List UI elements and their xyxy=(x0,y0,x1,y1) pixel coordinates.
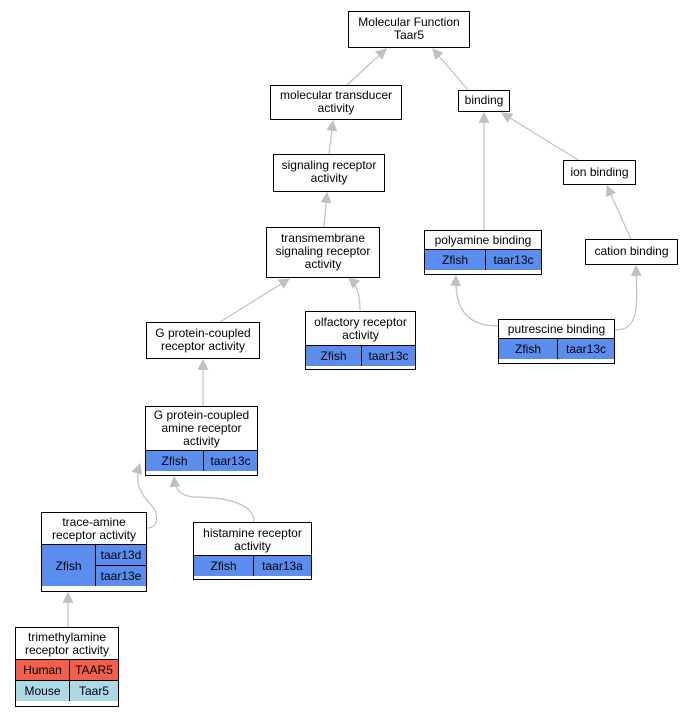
node-label-line: activity xyxy=(310,171,348,185)
node-ion-binding[interactable]: ion binding xyxy=(563,160,636,185)
organism-cell-mouse[interactable]: Mouse xyxy=(16,681,69,701)
node-binding[interactable]: binding xyxy=(458,90,510,112)
edge-olf-to-tsra xyxy=(348,277,361,312)
node-putrescine-binding[interactable]: putrescine binding Zfish taar13c xyxy=(498,319,615,364)
node-label-line: histamine receptor xyxy=(203,526,302,540)
edge-ion-to-binding xyxy=(501,112,579,161)
node-label-line: amine receptor xyxy=(161,421,242,435)
organism-cell-zfish[interactable]: Zfish xyxy=(425,250,485,270)
gene-cell[interactable]: taar13e xyxy=(96,565,146,586)
organism-cell-zfish[interactable]: Zfish xyxy=(146,451,203,471)
gene-cell[interactable]: taar13c xyxy=(361,346,415,366)
node-label-line: signaling receptor xyxy=(281,158,377,172)
organism-cell-zfish[interactable]: Zfish xyxy=(194,556,253,576)
node-molecular-function-gene: Taar5 xyxy=(393,28,425,42)
node-g-protein-coupled-receptor-activity[interactable]: G protein-coupled receptor activity xyxy=(146,322,260,359)
node-label-line: signaling receptor xyxy=(275,244,371,258)
node-trimethylamine-receptor-activity[interactable]: trimethylamine receptor activity Human T… xyxy=(15,627,119,707)
gene-cell[interactable]: TAAR5 xyxy=(69,660,118,680)
gene-cell[interactable]: taar13a xyxy=(253,556,311,576)
node-label-line: transmembrane xyxy=(280,231,366,245)
gene-cell[interactable]: Taar5 xyxy=(69,681,118,701)
edge-trace-to-gpcar xyxy=(131,462,158,529)
gene-cell[interactable]: taar13d xyxy=(100,548,142,562)
organism-cell-zfish[interactable]: Zfish xyxy=(499,339,557,359)
node-signaling-receptor-activity[interactable]: signaling receptor activity xyxy=(273,154,385,192)
node-molecular-function[interactable]: Molecular Function Taar5 xyxy=(348,11,470,48)
node-label-line: activity xyxy=(304,257,342,271)
node-transmembrane-signaling-receptor-activity[interactable]: transmembrane signaling receptor activit… xyxy=(266,227,380,278)
edge-binding-to-mf xyxy=(432,48,469,91)
node-molecular-function-label: Molecular Function xyxy=(358,15,460,29)
organism-cell-human[interactable]: Human xyxy=(16,660,69,680)
node-molecular-transducer-activity[interactable]: molecular transducer activity xyxy=(270,85,402,120)
node-g-protein-coupled-amine-receptor-activity[interactable]: G protein-coupled amine receptor activit… xyxy=(145,406,258,476)
node-label-line: molecular transducer xyxy=(279,88,393,102)
node-histamine-receptor-activity[interactable]: histamine receptor activity Zfish taar13… xyxy=(193,522,312,580)
node-label-line: activity xyxy=(234,539,271,553)
node-label-line: ion binding xyxy=(570,165,629,179)
edge-put-to-cation xyxy=(614,264,642,331)
gene-cell[interactable]: taar13c xyxy=(485,250,541,270)
node-label-line: olfactory receptor xyxy=(314,315,407,329)
gene-cell[interactable]: taar13c xyxy=(203,451,257,471)
node-label-line: receptor activity xyxy=(24,643,110,657)
node-label-line: receptor activity xyxy=(51,528,137,542)
node-label-line: cation binding xyxy=(594,244,669,258)
node-label-line: activity xyxy=(317,101,355,115)
node-label-line: polyamine binding xyxy=(434,233,532,247)
node-label-line: trace-amine xyxy=(62,515,126,529)
node-label-line: G protein-coupled xyxy=(155,326,251,340)
node-trace-amine-receptor-activity[interactable]: trace-amine receptor activity Zfish taar… xyxy=(41,512,147,592)
edge-cation-to-ion xyxy=(606,184,632,240)
node-label-line: binding xyxy=(464,93,504,107)
gene-cell[interactable]: taar13c xyxy=(557,339,614,359)
node-label-line: putrescine binding xyxy=(507,322,606,336)
edge-mt-to-mf xyxy=(346,48,387,86)
edge-put-to-poly xyxy=(450,274,499,327)
node-olfactory-receptor-activity[interactable]: olfactory receptor activity Zfish taar13… xyxy=(305,311,416,370)
node-label-line: trimethylamine xyxy=(27,630,107,644)
edge-gpcr-to-tsra xyxy=(219,278,290,323)
organism-cell-zfish[interactable]: Zfish xyxy=(306,346,361,366)
node-label-line: receptor activity xyxy=(160,339,246,353)
node-label-line: G protein-coupled xyxy=(153,408,250,422)
node-cation-binding[interactable]: cation binding xyxy=(585,239,678,265)
edge-sra-to-mt xyxy=(326,119,338,155)
organism-cell-zfish[interactable]: Zfish xyxy=(42,545,96,586)
node-polyamine-binding[interactable]: polyamine binding Zfish taar13c xyxy=(424,230,542,275)
edge-hist-to-gpcar xyxy=(169,475,255,523)
edge-tsra-to-sra xyxy=(320,191,332,228)
node-label-line: activity xyxy=(183,434,220,448)
node-label-line: activity xyxy=(342,328,379,342)
